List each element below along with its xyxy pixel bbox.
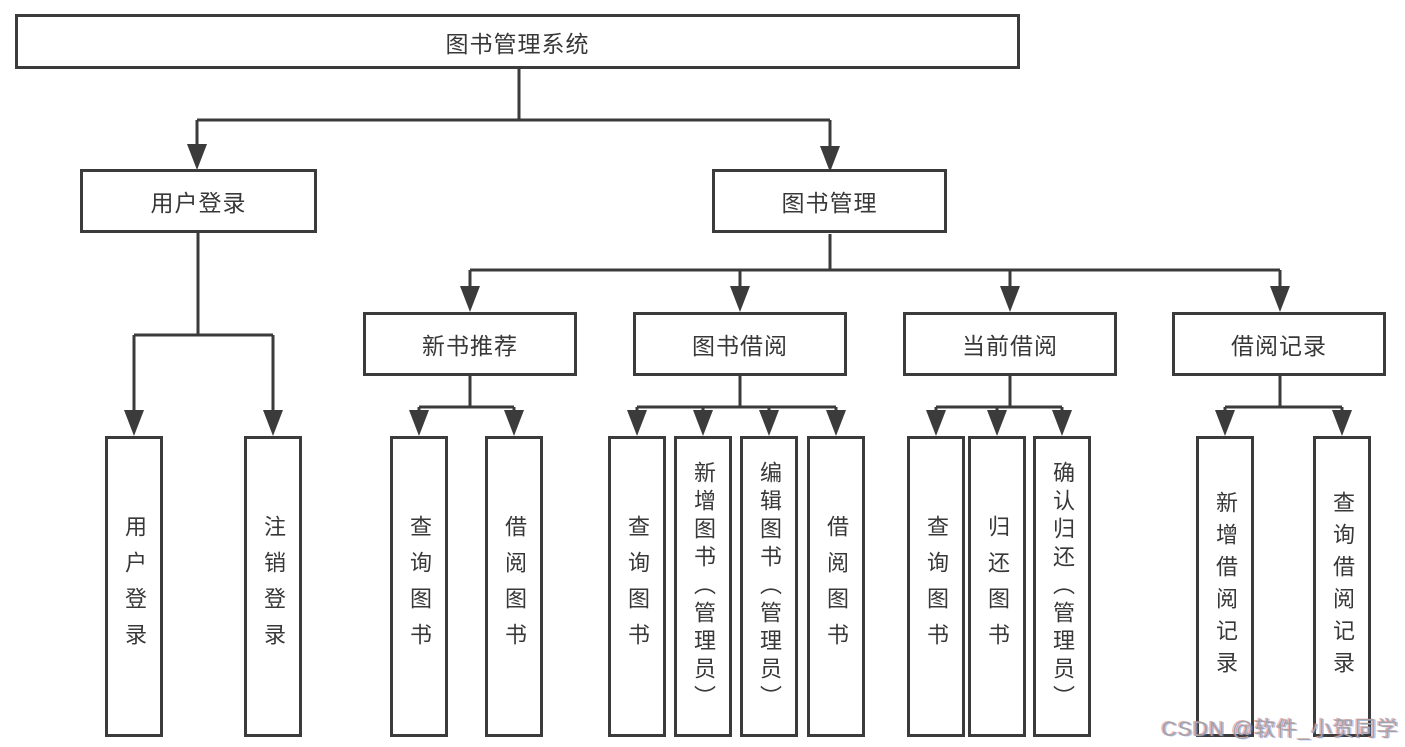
node-label: 注销登录 (261, 514, 286, 659)
leaf-query-borrow-record: 查询借阅记录 (1313, 436, 1371, 737)
node-label: 归还图书 (985, 514, 1010, 659)
leaf-edit-books-admin: 编辑图书（管理员） (740, 436, 798, 737)
node-label: 新增图书（管理员） (691, 460, 716, 713)
leaf-borrow-books: 借阅图书 (807, 436, 865, 737)
leaf-query-books-recommend: 查询图书 (390, 436, 448, 737)
leaf-return-books: 归还图书 (968, 436, 1026, 737)
node-label: 查询图书 (625, 514, 650, 659)
node-label: 确认归还（管理员） (1050, 460, 1075, 713)
leaf-confirm-return-admin: 确认归还（管理员） (1033, 436, 1091, 737)
node-label: 当前借阅 (962, 333, 1058, 359)
node-label: 用户登录 (122, 514, 147, 659)
node-borrowing-records: 借阅记录 (1172, 312, 1386, 376)
node-current-borrowing: 当前借阅 (903, 312, 1117, 376)
arrowheads (124, 144, 1352, 436)
node-label: 新增借阅记录 (1213, 490, 1238, 683)
leaf-borrow-books-recommend: 借阅图书 (485, 436, 543, 737)
node-user-login-branch: 用户登录 (80, 169, 317, 233)
leaf-add-borrow-record: 新增借阅记录 (1196, 436, 1254, 737)
leaf-query-books-borrowing: 查询图书 (608, 436, 666, 737)
node-label: 编辑图书（管理员） (757, 460, 782, 713)
leaf-user-login: 用户登录 (105, 436, 163, 737)
node-label: 借阅图书 (502, 514, 527, 659)
leaf-logout: 注销登录 (244, 436, 302, 737)
node-label: 新书推荐 (422, 333, 518, 359)
node-label: 图书借阅 (692, 333, 788, 359)
node-new-book-recommendation: 新书推荐 (363, 312, 577, 376)
node-label: 图书管理系统 (445, 30, 590, 57)
node-label: 查询图书 (924, 514, 949, 659)
node-label: 图书管理 (781, 190, 878, 216)
node-label: 借阅记录 (1231, 333, 1327, 359)
node-label: 查询借阅记录 (1330, 490, 1355, 683)
node-label: 用户登录 (150, 190, 247, 216)
node-book-borrowing: 图书借阅 (633, 312, 847, 376)
leaf-add-books-admin: 新增图书（管理员） (674, 436, 732, 737)
node-book-management: 图书管理 (712, 169, 947, 233)
node-label: 借阅图书 (824, 514, 849, 659)
node-label: 查询图书 (407, 514, 432, 659)
leaf-query-books-current: 查询图书 (907, 436, 965, 737)
csdn-watermark: CSDN @软件_小贺同学 (1161, 718, 1399, 741)
node-library-management-system: 图书管理系统 (15, 14, 1020, 69)
